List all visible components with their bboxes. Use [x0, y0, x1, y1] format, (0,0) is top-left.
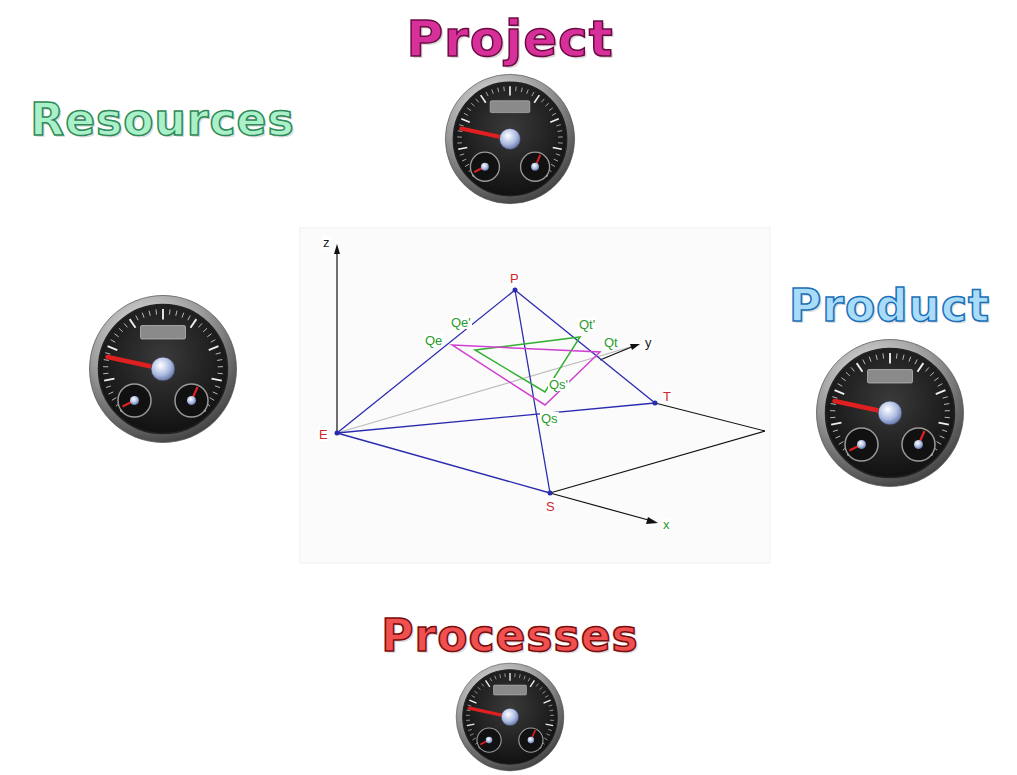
gauge-title: Project [389, 12, 631, 67]
gauge-title: Processes [375, 612, 645, 660]
point-label: Qs [540, 412, 559, 425]
point-label: E [318, 428, 329, 441]
gauge-dial [444, 73, 576, 205]
gauge-title: Resources [14, 96, 311, 144]
point-label: z [322, 236, 331, 249]
point-label: S [545, 500, 556, 513]
point-label: Qt' [578, 318, 596, 331]
gauge-panel: Resources [14, 96, 311, 444]
point-label: Qt [603, 336, 619, 349]
point-label: y [644, 336, 653, 349]
point-label: x [662, 518, 671, 531]
gauge-panel: Processes [375, 612, 645, 772]
gauge-dial [88, 294, 238, 444]
point-label: P [509, 272, 520, 285]
gauge-dial [455, 662, 565, 772]
gauge-panel: Product [766, 282, 1013, 488]
gauge-dial [815, 338, 965, 488]
gauge-panel: Project [389, 12, 631, 205]
point-label: Qs' [548, 378, 569, 391]
gauge-title: Product [766, 282, 1013, 330]
point-label: T [662, 390, 672, 403]
point-label: Qe' [450, 316, 472, 329]
point-label: Qe [424, 334, 443, 347]
